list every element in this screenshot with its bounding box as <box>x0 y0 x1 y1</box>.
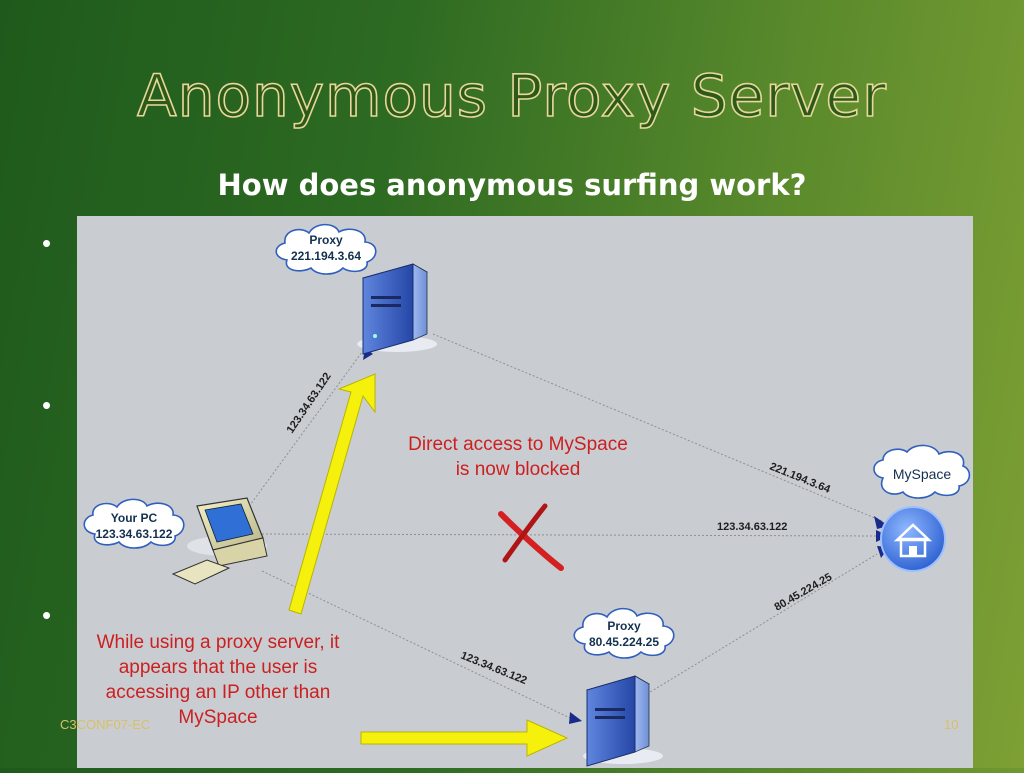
myspace-cloud: MySpace <box>873 444 971 499</box>
slide-title: Anonymous Proxy Server <box>136 61 887 131</box>
blocked-note-line-1: Direct access to MySpace <box>408 434 628 455</box>
link-pc-to-bottom-proxy <box>261 570 571 719</box>
diagram-canvas: 123.34.63.122 221.194.3.64 123.34.63.122… <box>83 223 971 767</box>
blocked-note-line-2: is now blocked <box>456 459 581 480</box>
blocked-x-icon <box>498 503 564 571</box>
pc-label: Your PC <box>111 511 158 525</box>
pc-ip: 123.34.63.122 <box>96 527 173 541</box>
explain-note-line-3: accessing an IP other than <box>106 682 331 703</box>
link-bottom-proxy-to-site <box>646 553 878 695</box>
explain-note-line-1: While using a proxy server, it <box>97 632 341 653</box>
proxy-top-server-icon <box>357 263 437 355</box>
proxy-top-ip: 221.194.3.64 <box>291 249 361 263</box>
proxy-bottom-label: Proxy <box>607 619 641 633</box>
myspace-label: MySpace <box>893 466 952 482</box>
label-top-to-site: 221.194.3.64 <box>768 461 833 497</box>
link-pc-to-site <box>261 533 878 537</box>
proxy-top-cloud: Proxy 221.194.3.64 <box>275 223 377 275</box>
explain-note-line-4: MySpace <box>178 707 257 728</box>
label-pc-to-top: 123.34.63.122 <box>285 371 334 436</box>
blocked-note: Direct access to MySpace is now blocked <box>408 434 628 480</box>
arrowhead-bottom-proxy <box>569 712 582 724</box>
proxy-bottom-server-icon <box>583 675 663 767</box>
label-pc-to-site: 123.34.63.122 <box>717 521 787 533</box>
bullet-marker: • <box>42 228 52 258</box>
pc-cloud: Your PC 123.34.63.122 <box>83 498 185 549</box>
slide-footer-code: C3CONF07-EC <box>60 717 151 732</box>
bullet-marker: • <box>42 600 52 630</box>
link-pc-to-top-proxy <box>241 347 366 517</box>
bullet-marker: • <box>42 390 52 420</box>
explanation-note: While using a proxy server, it appears t… <box>97 632 341 728</box>
link-top-proxy-to-site <box>432 333 883 522</box>
home-icon <box>880 506 946 572</box>
link-labels: 123.34.63.122 221.194.3.64 123.34.63.122… <box>285 371 835 688</box>
slide-subtitle: How does anonymous surfing work? <box>217 168 807 202</box>
proxy-bottom-ip: 80.45.224.25 <box>589 635 659 649</box>
proxy-diagram: 123.34.63.122 221.194.3.64 123.34.63.122… <box>77 216 973 768</box>
slide-page-number: 10 <box>944 717 959 732</box>
connection-lines <box>241 333 883 719</box>
yellow-arrow-right <box>360 719 569 757</box>
yellow-arrow-up <box>288 373 376 615</box>
label-bottom-to-site: 80.45.224.25 <box>773 571 835 614</box>
proxy-bottom-cloud: Proxy 80.45.224.25 <box>573 607 675 659</box>
explain-note-line-2: appears that the user is <box>119 657 318 678</box>
proxy-top-label: Proxy <box>309 233 343 247</box>
computer-icon <box>171 497 268 585</box>
